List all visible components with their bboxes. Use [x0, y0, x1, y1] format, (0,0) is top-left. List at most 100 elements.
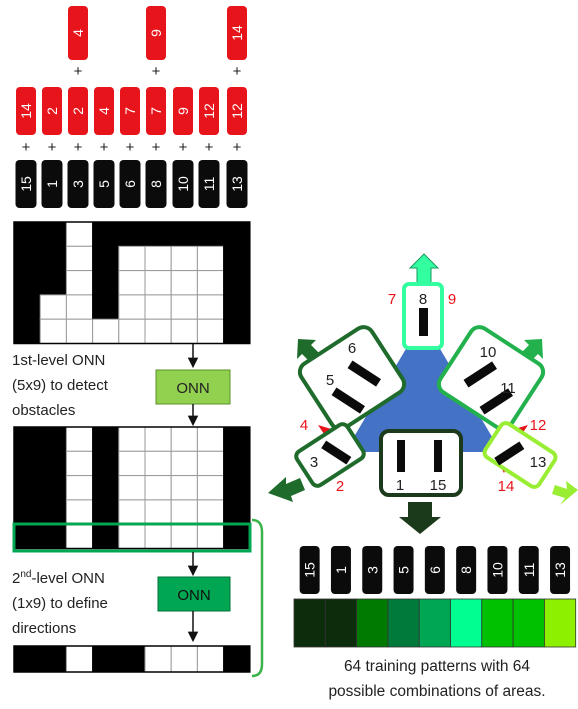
grid-cell — [39, 245, 67, 272]
red-tag-2: 2 — [42, 87, 62, 135]
robot-diagram: 8 6 5 10 11 3 1 15 13 7 9 4 2 12 14 — [268, 253, 578, 534]
plus-sign: + — [48, 139, 57, 156]
grid-cell — [92, 645, 120, 673]
red-tag-upper-4: 4 — [68, 6, 88, 60]
level2-title: 2nd-level ONN — [12, 569, 105, 587]
grid-cell — [144, 475, 172, 501]
area-label-6-label: 6 — [427, 566, 443, 574]
sensor-id-tag-11: 11 — [198, 160, 220, 208]
red-tag-upper-9-label: 9 — [148, 29, 164, 37]
sensor-box-left — [297, 325, 407, 431]
red-tag-12: 12 — [227, 87, 247, 135]
grid-cell — [196, 270, 225, 296]
grid-cell — [196, 318, 225, 345]
selected-row-highlight — [12, 522, 252, 553]
sensor-bar-13 — [494, 441, 525, 466]
grid-cell — [144, 245, 172, 272]
grid-cell — [223, 499, 251, 525]
grid-cell — [92, 499, 120, 525]
grid-cell — [223, 221, 251, 247]
grid-cell — [144, 645, 172, 673]
onn-level1-label: ONN — [176, 380, 209, 397]
grid-cell — [13, 450, 41, 477]
grid-cell — [223, 245, 251, 272]
grid-cell — [92, 475, 120, 501]
sensor-id-tag-3-label: 3 — [70, 180, 86, 188]
grid-cell — [144, 270, 172, 296]
plus-sign: + — [205, 139, 214, 156]
area-label-13-label: 13 — [552, 562, 568, 578]
grid-cell — [223, 426, 251, 452]
robot-body — [345, 320, 501, 452]
grid-cell — [118, 318, 146, 345]
sensor-box-right — [436, 325, 546, 431]
sensor-num-15: 15 — [430, 477, 447, 494]
grid-cell — [92, 245, 120, 272]
grid-cell — [118, 270, 146, 296]
grid-cell — [196, 645, 225, 673]
grid-cell — [65, 450, 94, 477]
sensor-bar-3 — [321, 440, 352, 465]
grid-cell — [170, 475, 198, 501]
area-color-cell — [356, 598, 389, 648]
level2-desc-2: directions — [12, 620, 76, 637]
area-color-cell — [387, 598, 420, 648]
sensor-num-5: 5 — [326, 372, 334, 389]
sensor-id-tag-8-label: 8 — [148, 180, 164, 188]
grid-cell — [170, 318, 198, 345]
area-label-10: 10 — [487, 546, 508, 594]
arrow-down-icon — [399, 502, 441, 534]
grid-cell — [170, 499, 198, 525]
sensor-num-13: 13 — [530, 454, 547, 471]
grid-cell — [144, 426, 172, 452]
grid-cell — [118, 645, 146, 673]
area-color-cell — [450, 598, 483, 648]
grid-cell — [118, 221, 146, 247]
grid-cell — [39, 523, 67, 550]
sensor-id-tag-6: 6 — [119, 160, 141, 208]
grid-cell — [13, 475, 41, 501]
red-num-2: 2 — [336, 478, 344, 495]
onn-level1-box — [155, 369, 231, 405]
plus-sign: + — [74, 139, 83, 156]
red-num-12: 12 — [530, 417, 547, 434]
grid-cell — [170, 270, 198, 296]
grid-cell — [170, 245, 198, 272]
red-num-9: 9 — [448, 291, 456, 308]
red-tag-2-label: 2 — [44, 107, 60, 115]
area-label-8: 8 — [456, 546, 477, 594]
grid-border — [13, 426, 251, 550]
plus-sign: + — [152, 139, 161, 156]
plus-sign: + — [233, 139, 242, 156]
sensor-id-tag-15-label: 15 — [18, 176, 34, 192]
sensor-id-tag-15: 15 — [15, 160, 37, 208]
grid-cell — [65, 245, 94, 272]
grid-cell — [196, 294, 225, 320]
area-color-cell — [481, 598, 514, 648]
red-tag-9-label: 9 — [175, 107, 191, 115]
area-color-cell — [418, 598, 451, 648]
grid-cell — [196, 221, 225, 247]
grid-cell — [13, 270, 41, 296]
grid-cell — [13, 221, 41, 247]
caption-line-1: 64 training patterns with 64 — [344, 658, 530, 675]
grid-cell — [39, 450, 67, 477]
red-tag-12-label: 12 — [229, 103, 245, 119]
grid-cell — [196, 450, 225, 477]
grid-cell — [92, 318, 120, 345]
grid-cell — [170, 294, 198, 320]
grid-cell — [92, 426, 120, 452]
area-color-cell — [544, 598, 577, 648]
plus-row-upper: +++ — [74, 63, 242, 80]
sensor-num-6: 6 — [348, 340, 356, 357]
sensor-num-11: 11 — [500, 380, 516, 397]
grid-cell — [144, 499, 172, 525]
area-color-bar — [293, 598, 577, 648]
red-num-7: 7 — [388, 291, 396, 308]
sensor-bar-1 — [397, 440, 405, 472]
sensor-id-tag-13: 13 — [226, 160, 248, 208]
grid-cell — [92, 221, 120, 247]
sensor-bar-6 — [347, 360, 381, 387]
